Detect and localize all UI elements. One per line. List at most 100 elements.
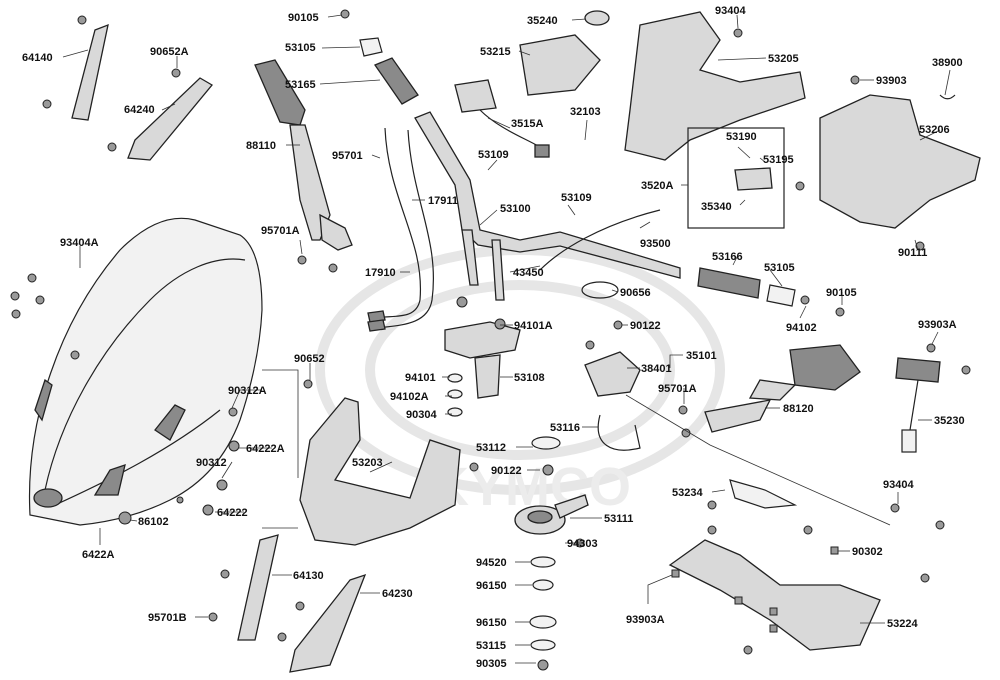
- windscreen-bolts: [10, 273, 80, 360]
- label-93404-lower: 93404: [883, 479, 914, 491]
- label-43450: 43450: [513, 267, 544, 279]
- label-88110: 88110: [246, 140, 276, 152]
- label-90105-right: 90105: [826, 287, 857, 299]
- cap-53105: [359, 37, 383, 57]
- label-90304: 90304: [406, 409, 437, 421]
- cap-35240: [584, 10, 610, 26]
- label-90312a: 90312A: [228, 385, 267, 397]
- label-35230: 35230: [934, 415, 965, 427]
- label-64222a: 64222A: [246, 443, 285, 455]
- label-96150-lower: 96150: [476, 617, 507, 629]
- label-93903a: 93903A: [918, 319, 957, 331]
- label-35340: 35340: [701, 201, 732, 213]
- cover-53203: [299, 397, 461, 546]
- label-93404: 93404: [715, 5, 746, 17]
- label-90305: 90305: [476, 658, 507, 670]
- label-53112: 53112: [476, 442, 506, 454]
- label-93903a-lower: 93903A: [626, 614, 665, 626]
- label-86102: 86102: [138, 516, 169, 528]
- label-94102: 94102: [786, 322, 817, 334]
- label-53109-lower: 53109: [561, 192, 592, 204]
- label-17911: 17911: [428, 195, 458, 207]
- unit-35101: [584, 351, 641, 397]
- label-53105: 53105: [285, 42, 316, 54]
- panel-64230: [289, 573, 367, 673]
- label-53190: 53190: [726, 131, 757, 143]
- sensor-35230: [895, 357, 941, 453]
- label-53234: 53234: [672, 487, 703, 499]
- label-64222: 64222: [217, 507, 248, 519]
- label-32103: 32103: [570, 106, 601, 118]
- label-88120: 88120: [783, 403, 814, 415]
- label-95701: 95701: [332, 150, 363, 162]
- band-90656: [581, 281, 619, 299]
- steering-stem: [444, 296, 521, 417]
- cover-53215: [519, 34, 601, 96]
- holder-53111: [514, 436, 589, 671]
- panel-64130: [237, 534, 279, 641]
- label-93500: 93500: [640, 238, 671, 250]
- label-95701a: 95701A: [261, 225, 300, 237]
- label-90312: 90312: [196, 457, 227, 469]
- label-53224: 53224: [887, 618, 918, 630]
- label-53206: 53206: [919, 124, 950, 136]
- group-lines: [262, 369, 891, 529]
- label-17910: 17910: [365, 267, 396, 279]
- label-64240: 64240: [124, 104, 155, 116]
- label-90105: 90105: [288, 12, 319, 24]
- leader-lines: [62, 14, 951, 664]
- label-64130: 64130: [293, 570, 324, 582]
- grip-53165: [374, 57, 419, 105]
- label-53205: 53205: [768, 53, 799, 65]
- label-95701a-right: 95701A: [658, 383, 697, 395]
- label-90302: 90302: [852, 546, 883, 558]
- label-90122-lower: 90122: [491, 465, 522, 477]
- label-93404a: 93404A: [60, 237, 99, 249]
- cover-53205: [624, 11, 806, 161]
- switch-3515a: [454, 79, 550, 158]
- label-90652: 90652: [294, 353, 325, 365]
- label-53115: 53115: [476, 640, 506, 652]
- switch-box-3520a: [687, 127, 785, 229]
- label-53105-right: 53105: [764, 262, 795, 274]
- label-38401: 38401: [641, 363, 672, 375]
- label-53109-upper: 53109: [478, 149, 509, 161]
- label-96150-upper: 96150: [476, 580, 507, 592]
- part-labels: 90105 53105 53165 35240 53215 93404 5320…: [22, 5, 965, 670]
- label-93903: 93903: [876, 75, 907, 87]
- wire-43450: [539, 209, 661, 271]
- end-53105: [766, 284, 796, 307]
- label-53165: 53165: [285, 79, 316, 91]
- label-94520: 94520: [476, 557, 507, 569]
- label-53195: 53195: [763, 154, 794, 166]
- label-53100: 53100: [500, 203, 531, 215]
- label-90111: 90111: [898, 247, 927, 259]
- label-38900: 38900: [932, 57, 963, 69]
- label-64230: 64230: [382, 588, 413, 600]
- label-6422a: 6422A: [82, 549, 114, 561]
- hardware-fasteners: [118, 255, 945, 655]
- label-90652a: 90652A: [150, 46, 189, 58]
- label-53203: 53203: [352, 457, 383, 469]
- grip-53166: [697, 267, 761, 299]
- label-90122-upper: 90122: [630, 320, 661, 332]
- cover-53206: [819, 94, 981, 229]
- label-90656: 90656: [620, 287, 651, 299]
- bracket-64140: [71, 23, 109, 121]
- label-35101: 35101: [686, 350, 717, 362]
- label-95701b: 95701B: [148, 612, 187, 624]
- bracket-64240: [127, 77, 213, 161]
- label-53108: 53108: [514, 372, 545, 384]
- label-53166: 53166: [712, 251, 743, 263]
- cover-53224: [668, 539, 881, 651]
- bracket-53116: [597, 414, 641, 451]
- label-94102a: 94102A: [390, 391, 429, 403]
- label-94101: 94101: [405, 372, 436, 384]
- label-94303: 94303: [567, 538, 598, 550]
- label-64140: 64140: [22, 52, 53, 64]
- label-3515a: 3515A: [511, 118, 543, 130]
- cover-53234: [729, 479, 798, 509]
- mirror-left: [254, 59, 353, 251]
